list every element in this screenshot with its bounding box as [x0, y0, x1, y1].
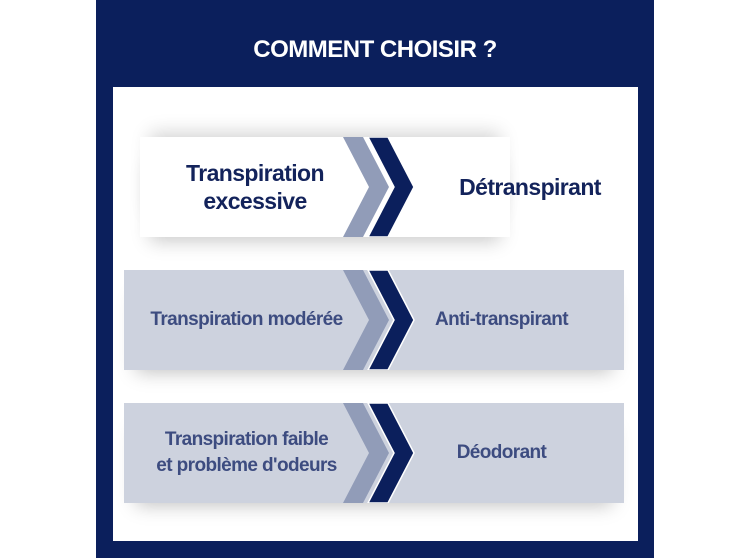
product-label: Déodorant [456, 442, 547, 463]
condition-label: Transpiration modérée [150, 309, 343, 330]
page-title: COMMENT CHOISIR ? [253, 36, 497, 63]
product-label: Anti-transpirant [435, 309, 569, 330]
chevron-right-icon [343, 270, 415, 370]
product-label: Détranspirant [459, 173, 601, 200]
row-moderate: Transpiration modérée Anti-transpirant [124, 270, 624, 370]
chevron-right-icon [343, 137, 415, 237]
chevron-right-icon [343, 403, 415, 503]
